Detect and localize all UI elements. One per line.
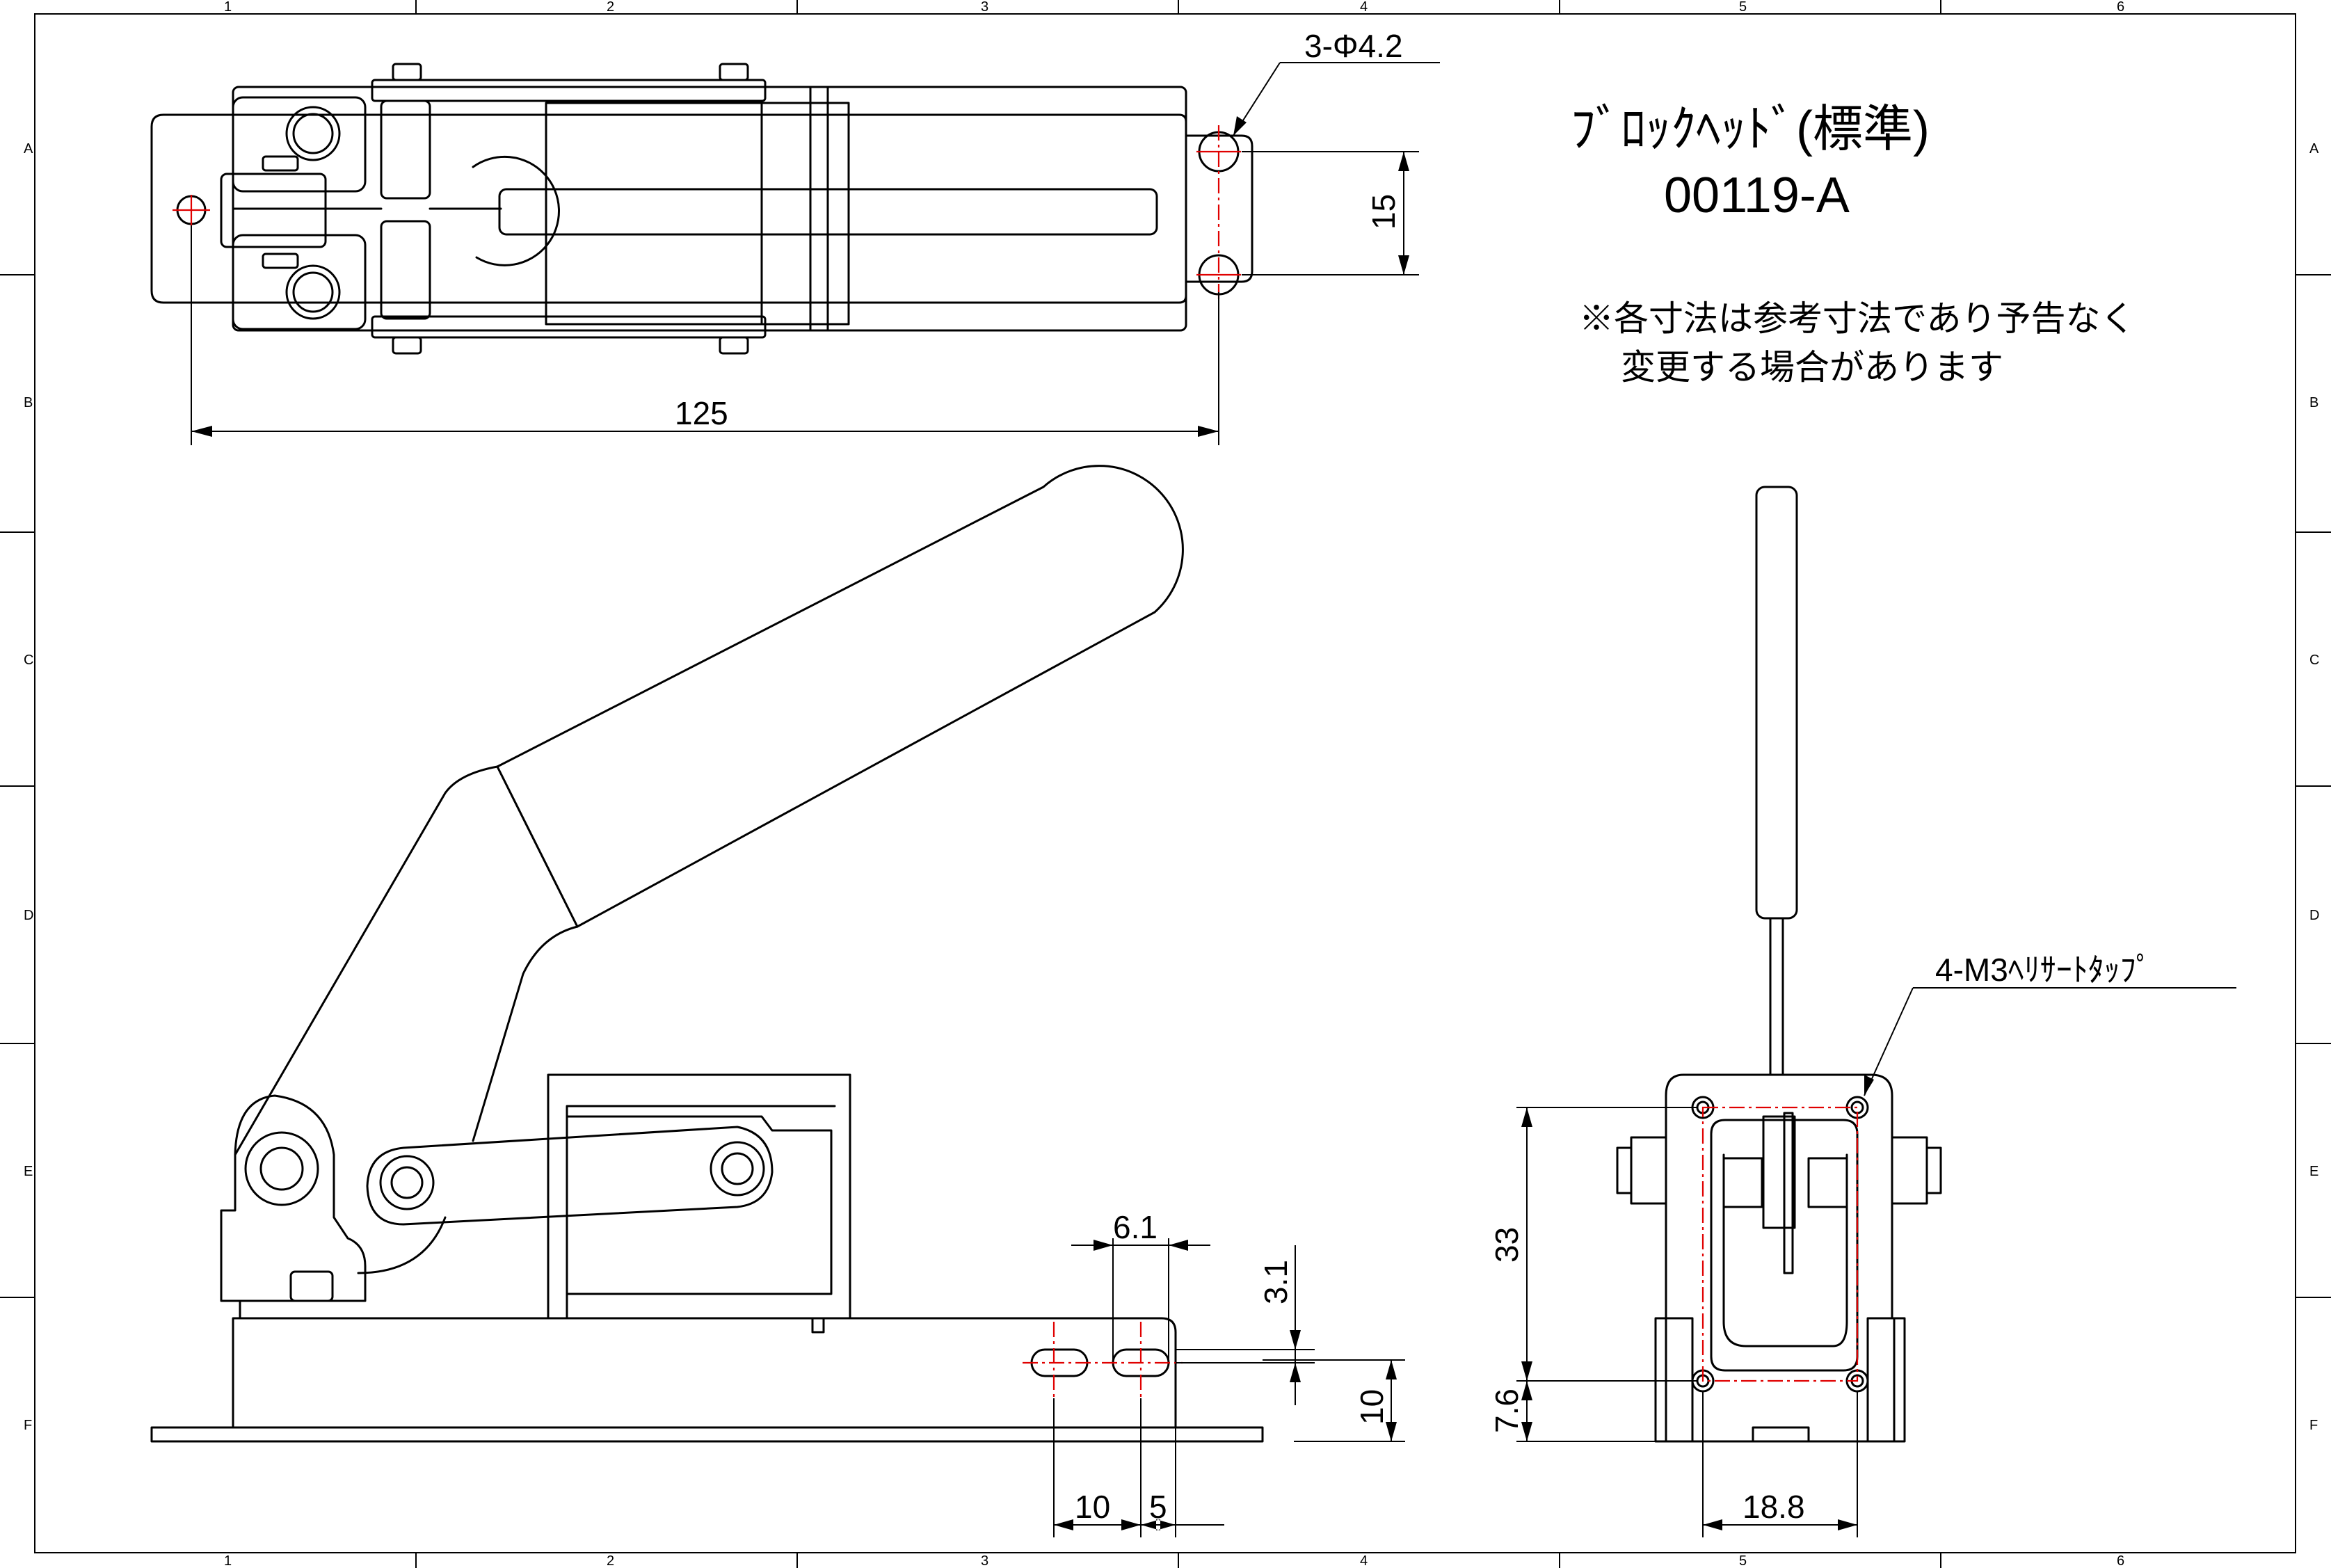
side-view: 6.1 3.1 10 10 5	[150, 465, 1405, 1537]
zone-row-d-right: D	[2309, 908, 2319, 923]
zone-col-2-top: 2	[607, 0, 614, 15]
dim-slot-pitch: 10	[1075, 1489, 1110, 1525]
top-view: 15 125 3-Φ4.2	[150, 28, 1440, 445]
dim-tap-horizontal: 18.8	[1743, 1489, 1805, 1525]
zone-row-c-right: C	[2309, 653, 2319, 668]
zone-col-5-top: 5	[1739, 0, 1747, 15]
zone-col-3-bottom: 3	[981, 1553, 988, 1568]
disclaimer-note-line1: ※各寸法は参考寸法であり予告なく	[1579, 299, 2136, 338]
zone-col-6-bottom: 6	[2117, 1553, 2124, 1568]
zone-col-1-top: 1	[224, 0, 232, 15]
zone-row-a-left: A	[24, 141, 33, 157]
zone-col-5-bottom: 5	[1739, 1553, 1747, 1568]
zone-col-4-bottom: 4	[1360, 1553, 1368, 1568]
zone-row-f-right: F	[2309, 1418, 2318, 1433]
dim-slot-width: 6.1	[1113, 1209, 1158, 1245]
zone-row-d-left: D	[24, 908, 33, 923]
zone-row-b-right: B	[2309, 395, 2318, 410]
dim-base-height: 10	[1354, 1389, 1390, 1425]
zone-col-3-top: 3	[981, 0, 988, 15]
dim-slot-edge: 5	[1149, 1489, 1167, 1525]
dim-slot-offset: 3.1	[1258, 1260, 1294, 1304]
dim-tap-callout: 4-M3ﾍﾘｻｰﾄﾀｯﾌﾟ	[1935, 952, 2152, 988]
zone-row-a-right: A	[2309, 141, 2319, 157]
end-view: 33 7.6 18.8 4-M3ﾍﾘｻｰﾄﾀｯﾌﾟ	[1489, 486, 2236, 1537]
dim-top-pitch: 15	[1365, 194, 1402, 230]
dim-hole-callout: 3-Φ4.2	[1304, 28, 1403, 64]
dim-top-length: 125	[675, 395, 728, 431]
zone-col-4-top: 4	[1360, 0, 1368, 15]
zone-row-f-left: F	[24, 1418, 32, 1433]
disclaimer-note-line2: 変更する場合があります	[1621, 348, 2003, 387]
part-number: 00119-A	[1664, 168, 1850, 223]
dim-tap-bottom: 7.6	[1489, 1389, 1525, 1433]
zone-row-e-left: E	[24, 1164, 33, 1179]
zone-col-6-top: 6	[2117, 0, 2124, 15]
zone-col-2-bottom: 2	[607, 1553, 614, 1568]
zone-row-c-left: C	[24, 653, 33, 668]
zone-col-1-bottom: 1	[224, 1553, 232, 1568]
zone-row-b-left: B	[24, 395, 33, 410]
dim-tap-vertical: 33	[1489, 1227, 1525, 1263]
drawing-title: ﾌﾞﾛｯｸﾍｯﾄﾞ(標準)	[1571, 102, 1930, 157]
zone-row-e-right: E	[2309, 1164, 2318, 1179]
